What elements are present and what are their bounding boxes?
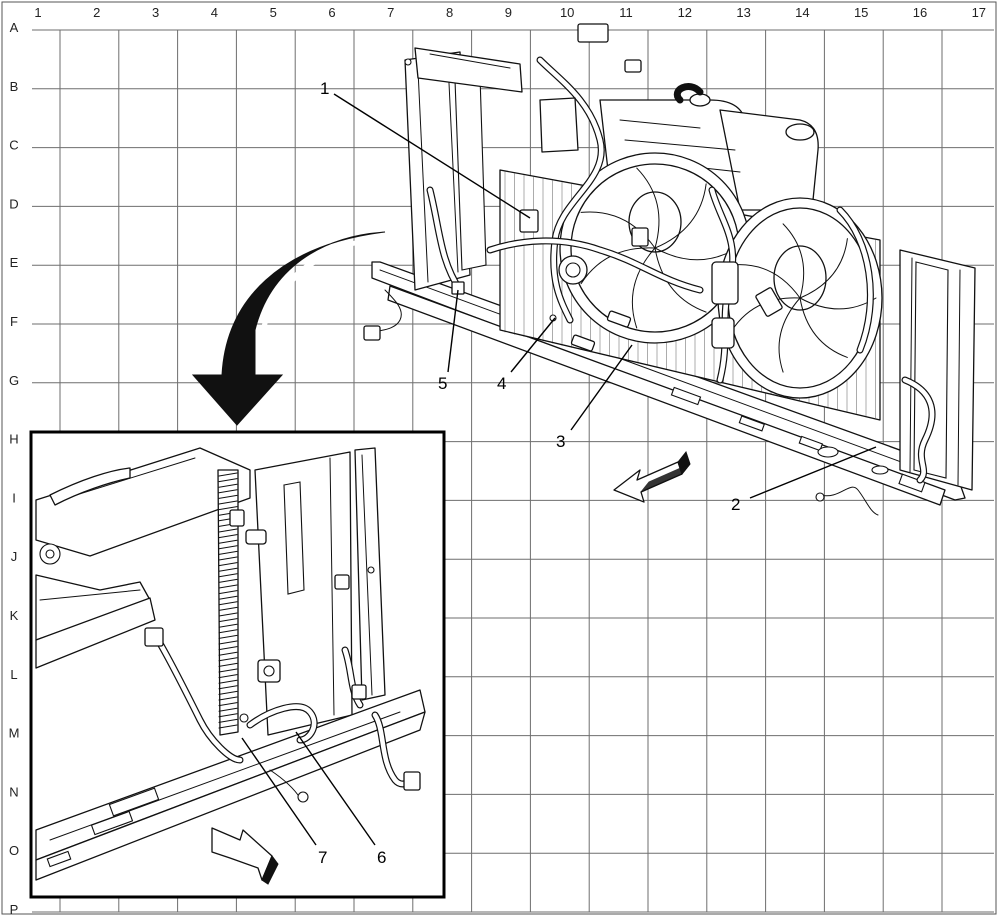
grid-column-label: 16 [913,5,927,20]
grid-column-label: 9 [505,5,512,20]
grid-row-label: L [10,667,17,682]
grid-row-label: N [9,784,18,799]
grid-row-label: D [9,196,18,211]
grid-row-label: H [9,432,18,447]
grid-row-label: J [11,549,18,564]
callout-labels: 1 2 3 4 5 6 7 [318,79,740,867]
callout-1: 1 [320,79,329,98]
grid-column-label: 8 [446,5,453,20]
grid-column-label: 11 [619,5,633,20]
grid-column-label: 17 [972,5,986,20]
grid-column-label: 2 [93,5,100,20]
grid-column-label: 12 [678,5,692,20]
grid-row-label: C [9,138,18,153]
main-callout-leaders [333,93,877,499]
detail-inset-illustration [35,447,426,881]
grid-row-label: E [10,255,19,270]
grid-row-label: F [10,314,18,329]
inset-callout-leaders [241,731,376,846]
grid-row-label: G [9,373,19,388]
grid-row-label: O [9,843,19,858]
grid-column-label: 15 [854,5,868,20]
grid-column-label: 1 [34,5,41,20]
grid-column-label: 7 [387,5,394,20]
front-arrow-icon [211,827,279,885]
grid-row-label: A [10,20,19,35]
grid-column-label: 13 [736,5,750,20]
grid-column-label: 10 [560,5,574,20]
grid-row-label: I [12,490,16,505]
main-illustration [363,23,976,516]
grid-column-label: 14 [795,5,809,20]
callout-6: 6 [377,848,386,867]
grid-column-label: 3 [152,5,159,20]
grid-row-label: M [9,726,20,741]
callout-2: 2 [731,495,740,514]
grid-column-label: 6 [328,5,335,20]
front-arrow-icon [613,450,691,503]
grid-row-label: K [10,608,19,623]
callout-4: 4 [497,374,506,393]
callout-3: 3 [556,432,565,451]
grid-row-label: P [10,902,19,916]
grid-column-label: 4 [211,5,218,20]
grid-row-label: B [10,79,19,94]
curved-arrow-icon [191,231,386,426]
callout-7: 7 [318,848,327,867]
callout-5: 5 [438,374,447,393]
grid-column-label: 5 [270,5,277,20]
